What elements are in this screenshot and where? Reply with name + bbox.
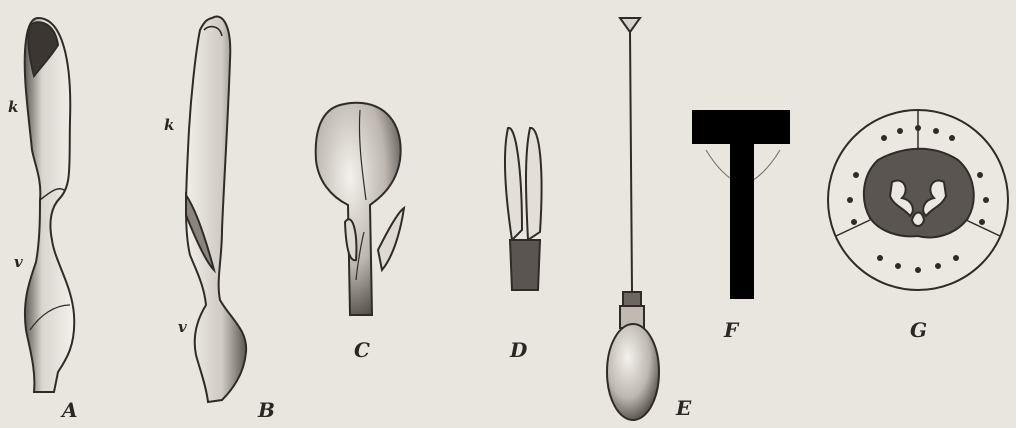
label-k-figure-b: k (164, 118, 174, 133)
figure-d (505, 128, 542, 290)
figure-c (316, 103, 404, 315)
label-g: G (910, 320, 927, 340)
label-k-figure-a: k (8, 100, 18, 115)
label-e: E (676, 398, 691, 418)
label-v-figure-b: v (178, 320, 187, 335)
redaction-bar-stem (730, 144, 754, 299)
label-d: D (510, 340, 527, 360)
figure-g (828, 110, 1008, 290)
label-f: F (724, 320, 738, 340)
figure-e (607, 18, 659, 420)
label-v-figure-a: v (14, 255, 23, 270)
figure-a (25, 18, 75, 392)
label-b: B (258, 400, 275, 420)
label-a: A (62, 400, 78, 420)
redaction-bar-top (692, 110, 790, 144)
label-c: C (354, 340, 370, 360)
figure-b (186, 17, 246, 402)
